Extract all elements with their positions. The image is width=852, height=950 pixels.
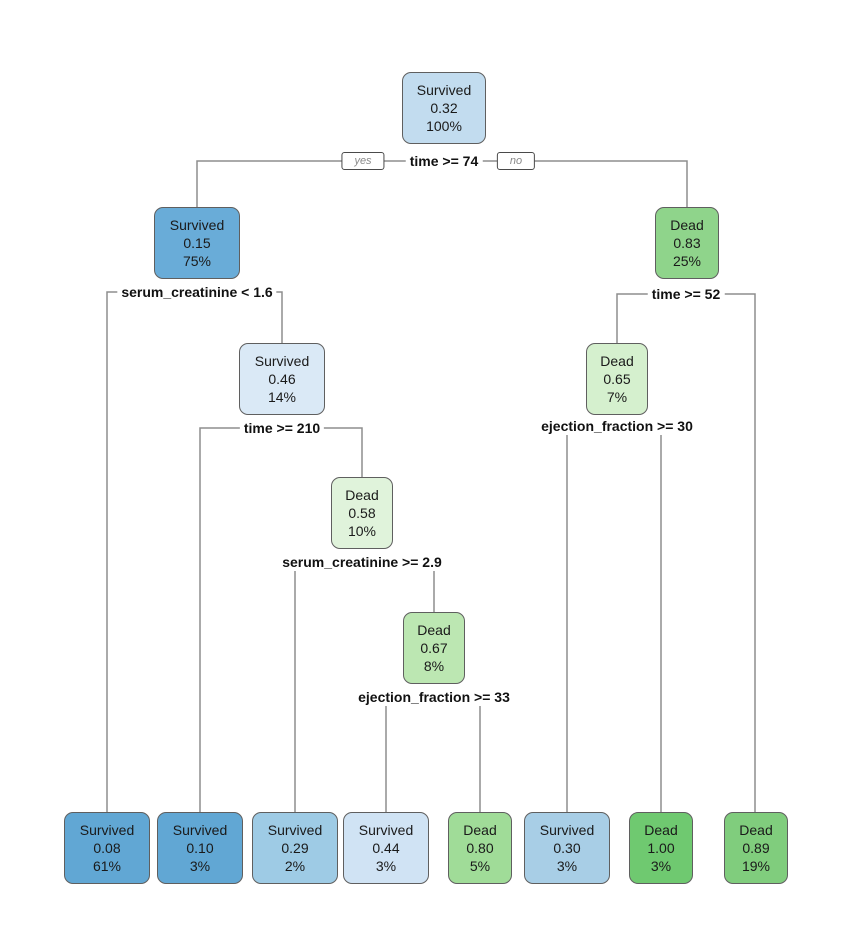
tree-node-root: Survived 0.32 100% [402, 72, 486, 144]
branch-ejection-fraction-33 [385, 696, 481, 812]
tree-node-dead-8pct: Dead 0.67 8% [403, 612, 465, 684]
tree-node-dead-7pct: Dead 0.65 7% [586, 343, 648, 415]
leaf-node-survived-3pct-b: Survived 0.44 3% [343, 812, 429, 884]
node-probability: 1.00 [647, 840, 675, 856]
split-label-serum-creatinine-2-9: serum_creatinine >= 2.9 [278, 553, 446, 571]
node-probability: 0.44 [372, 840, 400, 856]
node-percentage: 3% [189, 858, 211, 874]
node-probability: 0.29 [281, 840, 309, 856]
branch-serum-creatinine-2-9 [294, 561, 435, 812]
node-percentage: 61% [92, 858, 122, 874]
leaf-node-survived-2pct: Survived 0.29 2% [252, 812, 338, 884]
node-percentage: 25% [672, 253, 702, 269]
tree-node-survived-75pct: Survived 0.15 75% [154, 207, 240, 279]
node-percentage: 14% [267, 389, 297, 405]
node-class-label: Dead [600, 353, 634, 369]
node-class-label: Survived [254, 353, 310, 369]
node-percentage: 7% [606, 389, 628, 405]
node-probability: 0.15 [183, 235, 211, 251]
node-percentage: 8% [423, 658, 445, 674]
split-label-time-74: time >= 74 [405, 152, 483, 170]
node-class-label: Dead [670, 217, 704, 233]
leaf-node-dead-5pct: Dead 0.80 5% [448, 812, 512, 884]
node-class-label: Dead [644, 822, 678, 838]
node-class-label: Survived [416, 82, 472, 98]
split-label-time-210: time >= 210 [239, 419, 325, 437]
yes-edge-label: yes [341, 152, 385, 170]
node-class-label: Dead [345, 487, 379, 503]
leaf-node-dead-3pct: Dead 1.00 3% [629, 812, 693, 884]
node-probability: 0.67 [420, 640, 448, 656]
leaf-node-dead-19pct: Dead 0.89 19% [724, 812, 788, 884]
node-percentage: 10% [347, 523, 377, 539]
node-percentage: 75% [182, 253, 212, 269]
node-probability: 0.10 [186, 840, 214, 856]
leaf-node-survived-61pct: Survived 0.08 61% [64, 812, 150, 884]
node-probability: 0.83 [673, 235, 701, 251]
tree-node-dead-10pct: Dead 0.58 10% [331, 477, 393, 549]
split-label-ejection-fraction-33: ejection_fraction >= 33 [354, 688, 514, 706]
tree-node-survived-14pct: Survived 0.46 14% [239, 343, 325, 415]
leaf-node-survived-3pct-c: Survived 0.30 3% [524, 812, 610, 884]
node-class-label: Survived [172, 822, 228, 838]
node-percentage: 19% [741, 858, 771, 874]
node-probability: 0.80 [466, 840, 494, 856]
node-class-label: Dead [463, 822, 497, 838]
node-class-label: Survived [539, 822, 595, 838]
node-probability: 0.65 [603, 371, 631, 387]
branch-ejection-fraction-30 [566, 425, 662, 812]
split-label-serum-creatinine-1-6: serum_creatinine < 1.6 [117, 283, 277, 301]
split-label-ejection-fraction-30: ejection_fraction >= 30 [537, 417, 697, 435]
node-probability: 0.08 [93, 840, 121, 856]
node-probability: 0.89 [742, 840, 770, 856]
node-percentage: 2% [284, 858, 306, 874]
node-probability: 0.32 [430, 100, 458, 116]
node-class-label: Dead [739, 822, 773, 838]
node-percentage: 3% [375, 858, 397, 874]
node-class-label: Survived [267, 822, 323, 838]
node-percentage: 5% [469, 858, 491, 874]
node-class-label: Survived [169, 217, 225, 233]
node-probability: 0.58 [348, 505, 376, 521]
node-class-label: Survived [79, 822, 135, 838]
split-label-time-52: time >= 52 [647, 285, 725, 303]
tree-node-dead-25pct: Dead 0.83 25% [655, 207, 719, 279]
node-percentage: 3% [650, 858, 672, 874]
leaf-node-survived-3pct-a: Survived 0.10 3% [157, 812, 243, 884]
node-class-label: Dead [417, 622, 451, 638]
no-edge-label: no [496, 152, 536, 170]
node-probability: 0.30 [553, 840, 581, 856]
node-percentage: 3% [556, 858, 578, 874]
node-probability: 0.46 [268, 371, 296, 387]
node-class-label: Survived [358, 822, 414, 838]
node-percentage: 100% [426, 118, 462, 134]
